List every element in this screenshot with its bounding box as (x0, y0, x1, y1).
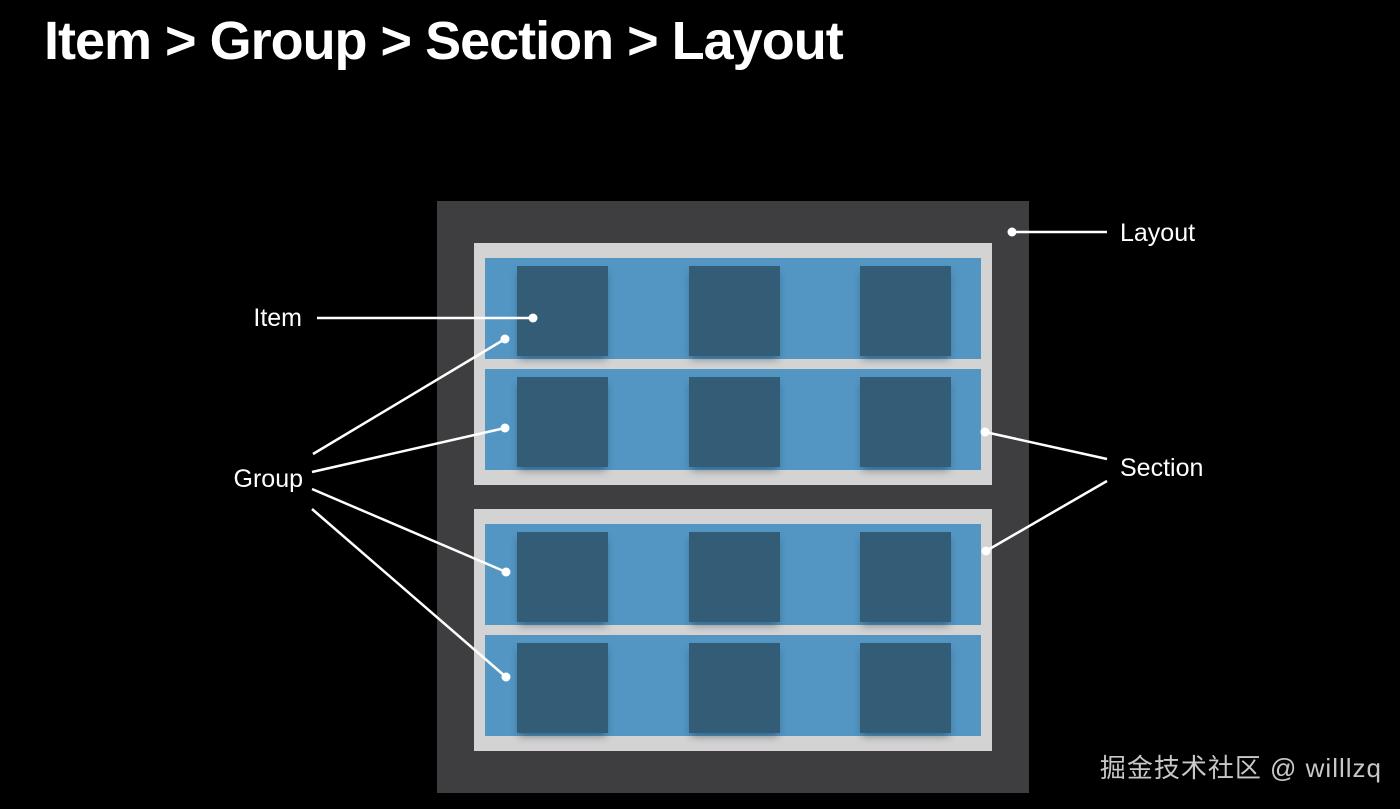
item-block (517, 266, 608, 356)
item-block (517, 643, 608, 733)
section-label: Section (1120, 454, 1204, 482)
item-block (860, 643, 951, 733)
watermark: 掘金技术社区 @ willlzq (1099, 753, 1382, 783)
item-block (688, 266, 780, 356)
group-row (485, 258, 981, 359)
item-label: Item (253, 304, 302, 332)
item-block (860, 266, 951, 356)
section-block (474, 509, 992, 751)
item-block (860, 377, 951, 467)
item-block (688, 532, 780, 622)
group-row (485, 524, 981, 625)
layout-container (437, 201, 1029, 793)
item-block (860, 532, 951, 622)
item-block (517, 377, 608, 467)
item-block (688, 643, 780, 733)
layout-label: Layout (1120, 219, 1196, 247)
group-row (485, 369, 981, 470)
section-block (474, 243, 992, 485)
item-block (688, 377, 780, 467)
group-row (485, 635, 981, 736)
item-block (517, 532, 608, 622)
page-title: Item > Group > Section > Layout (44, 11, 844, 71)
group-label: Group (233, 465, 303, 493)
